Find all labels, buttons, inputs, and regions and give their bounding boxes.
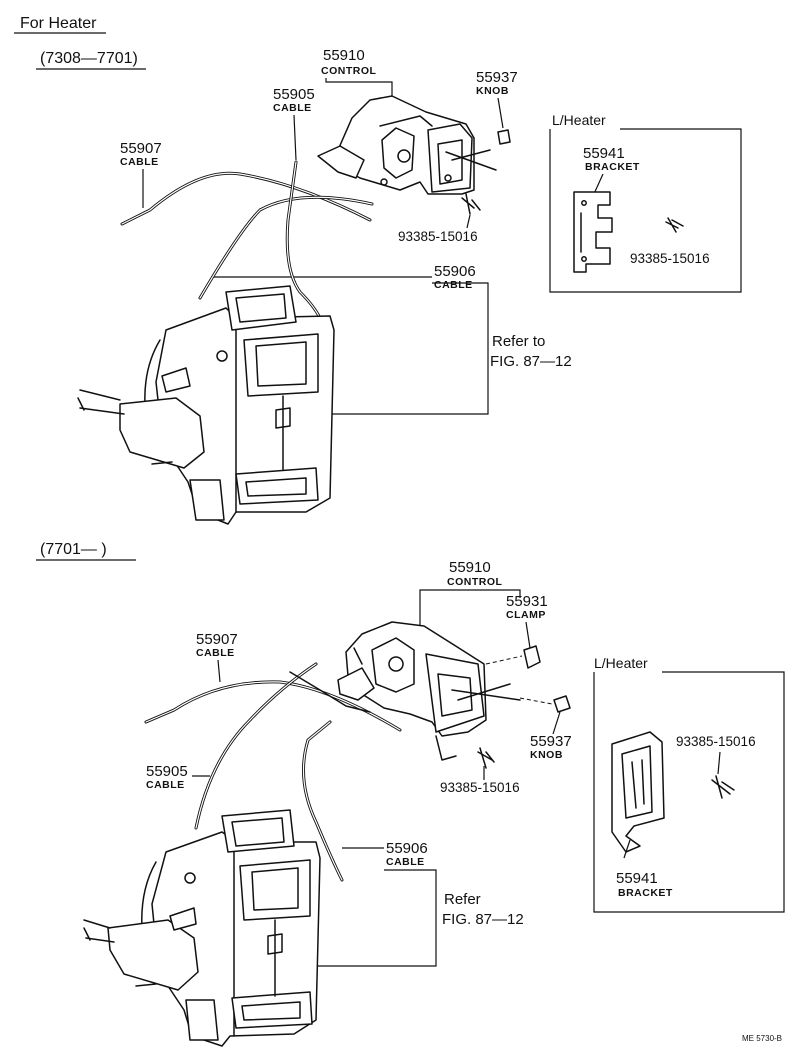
svg-text:KNOB: KNOB <box>476 85 509 97</box>
lheater-title-bottom: L/Heater <box>594 655 648 671</box>
knob-55937-top <box>497 129 511 145</box>
drawing-code: ME 5730-B <box>742 1034 782 1043</box>
svg-text:Refer to: Refer to <box>492 333 545 350</box>
svg-text:55937: 55937 <box>530 733 572 750</box>
lheater-panel-top: L/Heater 55941 BRACKET 93385-15016 <box>549 112 742 293</box>
leader-knob-top <box>497 97 504 129</box>
cable-55905-bottom <box>194 662 318 830</box>
svg-text:CLAMP: CLAMP <box>506 609 546 621</box>
label-cable-55907-bottom: 55907 CABLE <box>196 631 238 659</box>
label-cable-55905-top: 55905 CABLE <box>273 86 315 114</box>
svg-text:CABLE: CABLE <box>196 647 235 659</box>
label-control-bottom: 55910 CONTROL <box>447 559 502 588</box>
svg-text:55907: 55907 <box>120 140 162 157</box>
lheater-title-top: L/Heater <box>552 112 606 128</box>
leader-cable-55905-top <box>293 114 297 161</box>
screw-icon-top <box>461 193 481 215</box>
svg-text:55905: 55905 <box>273 86 315 103</box>
period-label-top: (7308—7701) <box>40 50 138 67</box>
period-label-bottom: (7701— ) <box>40 541 107 558</box>
refer-bracket-top <box>318 282 489 415</box>
refer-bracket-bottom <box>310 869 437 967</box>
label-control-top: 55910 CONTROL <box>321 47 376 77</box>
control-assembly-top <box>317 95 497 195</box>
knob-55937-bottom <box>553 695 571 713</box>
screw-icon-lheater-top <box>665 217 684 233</box>
screw-icon-lheater-bottom <box>711 775 735 799</box>
label-cable-55907-top: 55907 CABLE <box>120 140 162 168</box>
svg-text:CABLE: CABLE <box>386 856 425 868</box>
cable-55906-bottom <box>302 720 344 882</box>
svg-text:CABLE: CABLE <box>434 279 473 291</box>
leader-clamp-bottom <box>525 621 531 649</box>
refer-note-top: Refer to FIG. 87—12 <box>490 333 572 370</box>
label-cable-55906-top: 55906 CABLE <box>434 263 476 291</box>
svg-text:55910: 55910 <box>449 559 491 576</box>
svg-text:55910: 55910 <box>323 47 365 64</box>
svg-text:93385-15016: 93385-15016 <box>630 251 710 266</box>
svg-text:Refer: Refer <box>444 891 481 908</box>
leader-screw-top <box>466 214 471 229</box>
knob-dashline <box>519 697 553 705</box>
heater-unit-bottom <box>83 809 321 1047</box>
leader-cable-55907-bottom <box>217 659 221 683</box>
svg-text:55906: 55906 <box>434 263 476 280</box>
label-cable-55905-bottom: 55905 CABLE <box>146 763 188 791</box>
cable-55905-top <box>198 195 374 300</box>
leader-control-bottom <box>419 589 521 650</box>
label-screw-top: 93385-15016 <box>398 229 478 244</box>
label-cable-55906-bottom: 55906 CABLE <box>386 840 428 868</box>
page-title: For Heater <box>20 15 97 32</box>
leader-knob-bottom <box>552 711 561 735</box>
cable-55907-top <box>120 171 372 226</box>
svg-text:55937: 55937 <box>476 69 518 86</box>
svg-text:55905: 55905 <box>146 763 188 780</box>
cable-link-bottom <box>289 671 371 713</box>
bracket-55941-top <box>573 191 613 273</box>
label-knob-bottom: 55937 KNOB <box>530 733 572 761</box>
svg-text:FIG. 87—12: FIG. 87—12 <box>490 353 572 370</box>
svg-text:55941: 55941 <box>616 870 658 887</box>
svg-text:55931: 55931 <box>506 593 548 610</box>
cable-55907-bottom <box>144 680 402 732</box>
refer-note-bottom: Refer FIG. 87—12 <box>442 891 524 928</box>
svg-text:BRACKET: BRACKET <box>618 887 673 899</box>
label-knob-top: 55937 KNOB <box>476 69 518 97</box>
lheater-panel-bottom: L/Heater 93385-15016 55941 BRACKET <box>593 655 785 913</box>
svg-text:CABLE: CABLE <box>146 779 185 791</box>
screw-icon-bottom <box>477 747 495 769</box>
svg-text:55941: 55941 <box>583 145 625 162</box>
svg-text:KNOB: KNOB <box>530 749 563 761</box>
svg-text:93385-15016: 93385-15016 <box>676 734 756 749</box>
svg-text:CONTROL: CONTROL <box>321 65 376 77</box>
svg-text:CONTROL: CONTROL <box>447 576 502 588</box>
cable-55906-top <box>285 160 322 320</box>
svg-text:BRACKET: BRACKET <box>585 161 640 173</box>
clamp-dashline <box>485 655 523 665</box>
label-clamp-bottom: 55931 CLAMP <box>506 593 548 621</box>
clamp-55931-bottom <box>523 645 541 669</box>
heater-unit-top <box>77 285 335 525</box>
control-assembly-bottom <box>337 621 521 761</box>
svg-text:CABLE: CABLE <box>273 102 312 114</box>
svg-text:FIG. 87—12: FIG. 87—12 <box>442 911 524 928</box>
svg-text:CABLE: CABLE <box>120 156 159 168</box>
svg-text:55907: 55907 <box>196 631 238 648</box>
label-screw-bottom: 93385-15016 <box>440 780 520 795</box>
svg-text:55906: 55906 <box>386 840 428 857</box>
